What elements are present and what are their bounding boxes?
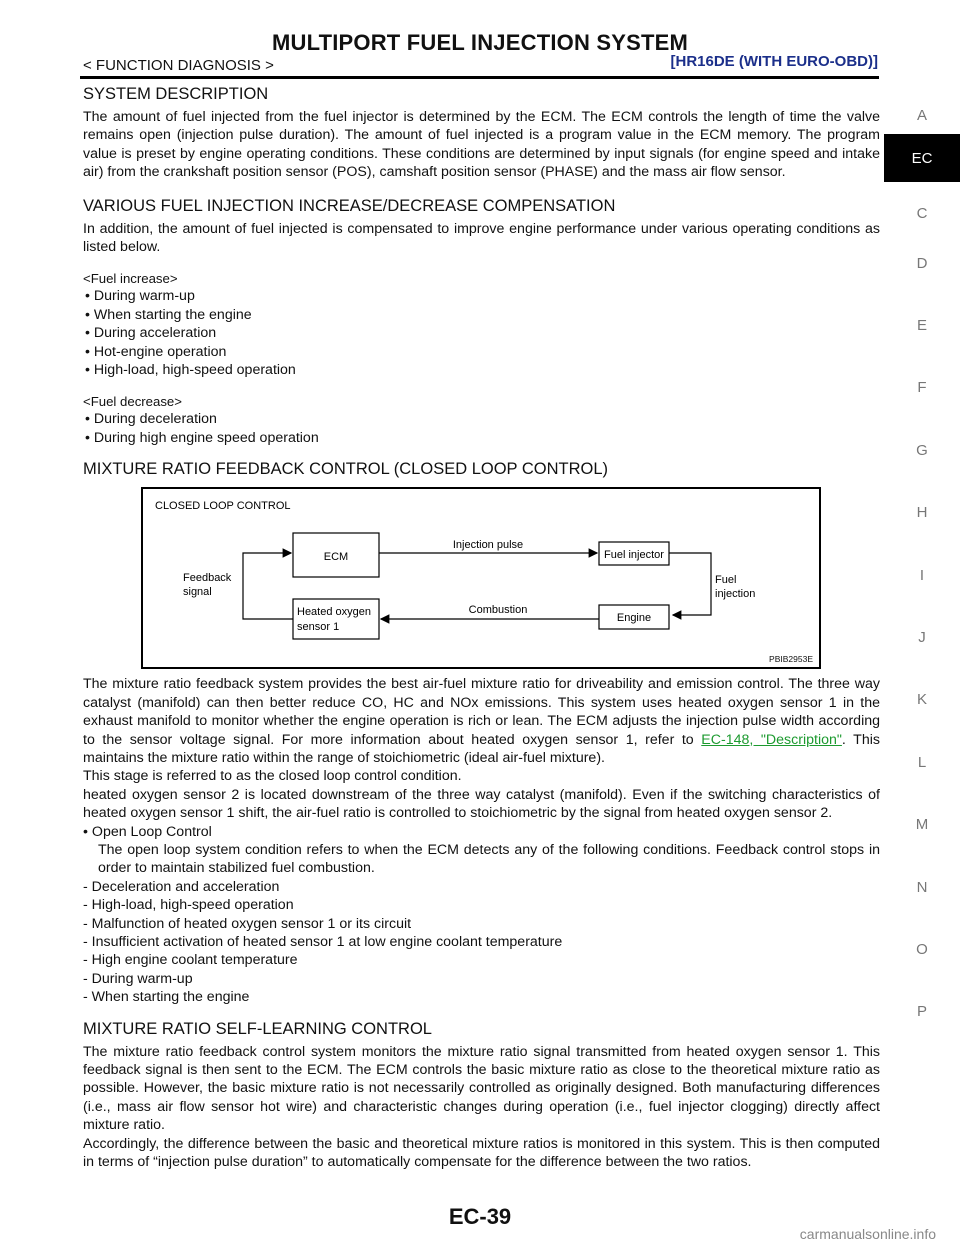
tab-h[interactable]: H bbox=[916, 504, 928, 522]
tab-m[interactable]: M bbox=[915, 816, 929, 834]
condition-item: - When starting the engine bbox=[83, 989, 250, 1006]
tab-e[interactable]: E bbox=[916, 317, 927, 335]
fuel-decrease-list: • During deceleration • During high engi… bbox=[83, 410, 880, 447]
fuel-injection-arrow bbox=[669, 552, 712, 621]
tab-j[interactable]: J bbox=[918, 629, 926, 647]
paragraph: This stage is referred to as the closed … bbox=[83, 768, 462, 785]
ec-148-description-link[interactable]: EC-148, "Description" bbox=[701, 731, 842, 748]
feedback-section: MIXTURE RATIO FEEDBACK CONTROL (CLOSED L… bbox=[83, 459, 880, 1006]
list-item: • High-load, high-speed operation bbox=[85, 362, 296, 379]
feedback-label-2: signal bbox=[183, 586, 212, 598]
diagram-title: CLOSED LOOP CONTROL bbox=[155, 500, 291, 512]
tab-ec[interactable]: EC bbox=[884, 134, 960, 182]
oxygen-sensor-label-1: Heated oxygen bbox=[297, 606, 371, 618]
engine-label: Engine bbox=[617, 612, 651, 624]
combustion-label: Combustion bbox=[469, 604, 528, 616]
fuel-injection-label-1: Fuel bbox=[715, 574, 736, 586]
paragraph: The mixture ratio feedback system provid… bbox=[83, 675, 880, 767]
self-learning-section: MIXTURE RATIO SELF-LEARNING CONTROL The … bbox=[83, 1019, 880, 1172]
oxygen-sensor-label-2: sensor 1 bbox=[297, 621, 339, 633]
ecm-box bbox=[292, 532, 380, 578]
header-divider bbox=[80, 76, 879, 79]
section-heading: VARIOUS FUEL INJECTION INCREASE/DECREASE… bbox=[83, 196, 616, 215]
paragraph-text: . This maintains the mixture ratio withi… bbox=[83, 731, 880, 766]
fuel-increase-tag: <Fuel increase> bbox=[83, 271, 178, 287]
list-item: • During deceleration bbox=[85, 411, 217, 428]
paragraph: In addition, the amount of fuel injected… bbox=[83, 220, 880, 256]
fuel-increase-list: • During warm-up • When starting the eng… bbox=[83, 287, 880, 379]
condition-item: - Insufficient activation of heated sens… bbox=[83, 933, 563, 950]
watermark: carmanualsonline.info bbox=[799, 1226, 936, 1242]
tab-p[interactable]: P bbox=[916, 1003, 927, 1021]
paragraph: The mixture ratio feedback control syste… bbox=[83, 1043, 880, 1134]
paragraph: The amount of fuel injected from the fue… bbox=[83, 109, 880, 181]
feedback-label-1: Feedback bbox=[183, 572, 232, 584]
fuel-injector-label: Fuel injector bbox=[604, 549, 664, 561]
paragraph: Accordingly, the difference between the … bbox=[83, 1135, 880, 1171]
section-heading: MIXTURE RATIO SELF-LEARNING CONTROL bbox=[83, 1019, 432, 1038]
tab-i[interactable]: I bbox=[919, 566, 925, 584]
page-number: EC-39 bbox=[448, 1204, 512, 1229]
open-loop-block: • Open Loop Control The open loop system… bbox=[83, 823, 880, 1007]
main-content: SYSTEM DESCRIPTION The amount of fuel in… bbox=[83, 84, 880, 1181]
tab-n[interactable]: N bbox=[916, 878, 928, 896]
breadcrumb: < FUNCTION DIAGNOSIS > bbox=[83, 57, 274, 74]
fuel-injection-label-2: injection bbox=[715, 588, 755, 600]
tab-d[interactable]: D bbox=[916, 254, 928, 272]
section-heading: SYSTEM DESCRIPTION bbox=[83, 85, 269, 103]
list-item: • During acceleration bbox=[85, 325, 217, 342]
condition-item: - High-load, high-speed operation bbox=[83, 897, 294, 914]
ecm-label: ECM bbox=[324, 551, 348, 563]
tab-a[interactable]: A bbox=[916, 106, 927, 124]
paragraph-text: The mixture ratio feedback system provid… bbox=[83, 676, 880, 748]
tab-o[interactable]: O bbox=[916, 940, 928, 958]
system-description-section: SYSTEM DESCRIPTION The amount of fuel in… bbox=[83, 84, 880, 182]
open-loop-title: • Open Loop Control bbox=[83, 823, 212, 840]
list-item: • During warm-up bbox=[85, 288, 195, 305]
oxygen-sensor-box bbox=[292, 598, 380, 640]
condition-item: - High engine coolant temperature bbox=[83, 952, 298, 969]
tab-f[interactable]: F bbox=[917, 379, 927, 397]
tab-k[interactable]: K bbox=[916, 691, 927, 709]
list-item: • During high engine speed operation bbox=[85, 429, 319, 446]
condition-item: - Deceleration and acceleration bbox=[83, 878, 280, 895]
injection-pulse-label: Injection pulse bbox=[453, 539, 523, 551]
engine-box bbox=[598, 604, 670, 630]
closed-loop-diagram: CLOSED LOOP CONTROL ECM Injection pulse … bbox=[141, 487, 821, 670]
page-title: MULTIPORT FUEL INJECTION SYSTEM bbox=[271, 30, 689, 55]
fuel-decrease-tag: <Fuel decrease> bbox=[83, 394, 182, 410]
section-heading: MIXTURE RATIO FEEDBACK CONTROL (CLOSED L… bbox=[83, 460, 609, 479]
feedback-signal-arrow bbox=[242, 548, 293, 620]
condition-item: - During warm-up bbox=[83, 970, 193, 987]
section-index-sidebar: A EC C D E F G H I J K L M N O P bbox=[884, 100, 960, 1043]
closed-loop-diagram-svg: CLOSED LOOP CONTROL ECM Injection pulse … bbox=[155, 500, 755, 640]
model-label: [HR16DE (WITH EURO-OBD)] bbox=[670, 53, 879, 70]
tab-l[interactable]: L bbox=[917, 753, 927, 771]
compensation-section: VARIOUS FUEL INJECTION INCREASE/DECREASE… bbox=[83, 196, 880, 448]
condition-item: - Malfunction of heated oxygen sensor 1 … bbox=[83, 915, 412, 932]
paragraph: The open loop system condition refers to… bbox=[98, 841, 880, 877]
figure-code: PBIB2953E bbox=[769, 654, 813, 665]
tab-c[interactable]: C bbox=[916, 204, 928, 222]
tab-g[interactable]: G bbox=[916, 441, 928, 459]
paragraph: heated oxygen sensor 2 is located downst… bbox=[83, 786, 880, 822]
list-item: • Hot-engine operation bbox=[85, 343, 227, 360]
list-item: • When starting the engine bbox=[85, 306, 252, 323]
